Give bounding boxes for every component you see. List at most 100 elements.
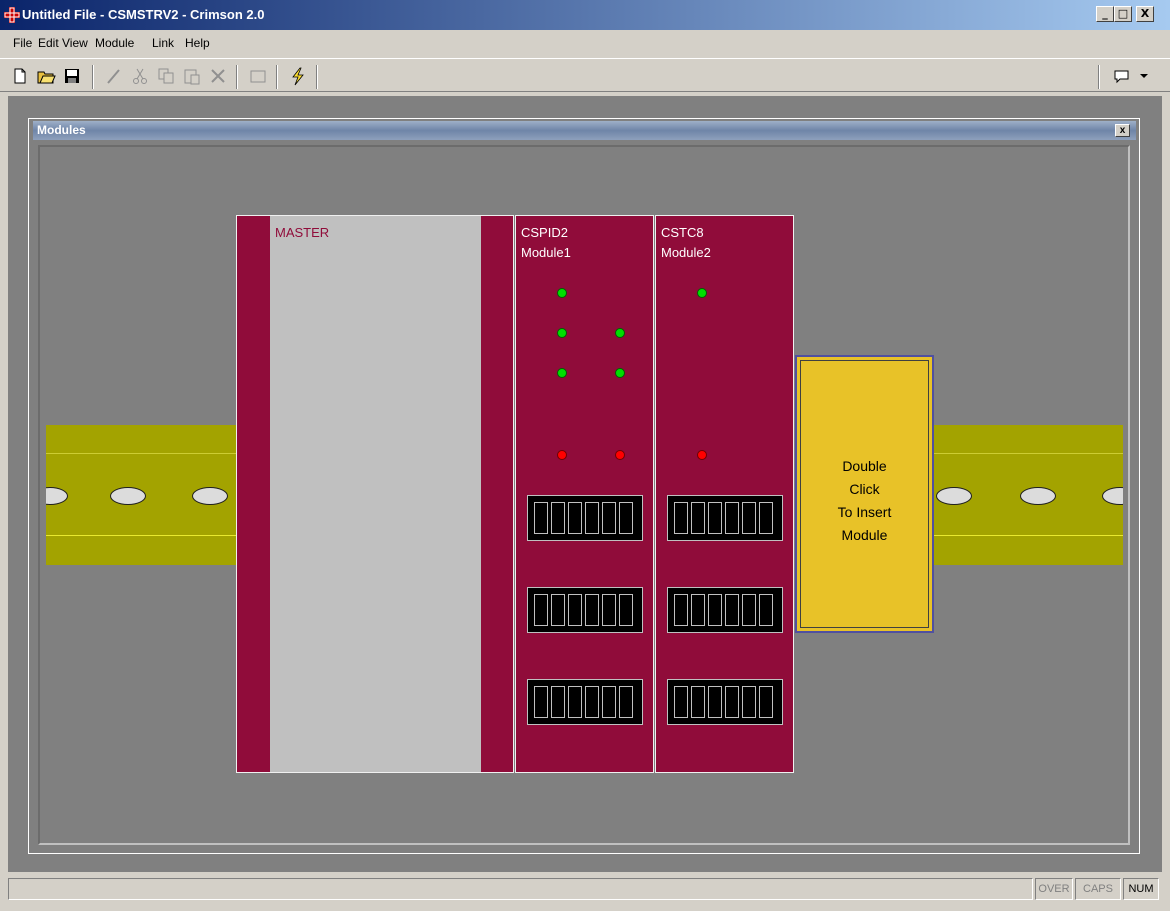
app-icon (4, 7, 20, 23)
terminal-slot (585, 594, 599, 626)
terminal-connector (527, 587, 643, 633)
insert-module-text: Double Click To Insert Module (800, 455, 929, 547)
led-green (557, 368, 567, 378)
module2-name: Module2 (661, 245, 711, 260)
terminal-connector (667, 679, 783, 725)
led-green (615, 328, 625, 338)
insert-slot-inner (800, 360, 929, 628)
window-icon[interactable] (248, 66, 268, 86)
insert-module-slot[interactable] (795, 355, 934, 633)
rail-hole (1102, 487, 1123, 505)
close-button[interactable]: X (1136, 6, 1154, 22)
menu-help[interactable]: Help (185, 36, 210, 50)
terminal-slot (551, 686, 565, 718)
rail-hole (936, 487, 972, 505)
rail-hole (1020, 487, 1056, 505)
terminal-slot (534, 594, 548, 626)
module2-type: CSTC8 (661, 225, 704, 240)
pen-icon[interactable] (104, 66, 124, 86)
insert-line: To Insert (837, 504, 892, 520)
terminal-slot (708, 686, 722, 718)
terminal-slot (674, 594, 688, 626)
terminal-slot (619, 594, 633, 626)
menu-module[interactable]: Module (95, 36, 135, 50)
lightning-icon[interactable] (288, 66, 308, 86)
terminal-slot (691, 686, 705, 718)
din-rail-left (46, 425, 236, 565)
terminal-slot (619, 686, 633, 718)
copy-icon[interactable] (156, 66, 176, 86)
terminal-slot (551, 502, 565, 534)
terminal-slot (551, 594, 565, 626)
terminal-slot (725, 502, 739, 534)
module1-name: Module1 (521, 245, 571, 260)
terminal-connector (667, 495, 783, 541)
led-red (615, 450, 625, 460)
terminal-slot (674, 502, 688, 534)
terminal-slot (674, 686, 688, 718)
menu-bar: File Edit View Module Link Help (0, 33, 1170, 55)
terminal-slot (585, 686, 599, 718)
led-red (557, 450, 567, 460)
terminal-slot (725, 686, 739, 718)
terminal-slot (568, 686, 582, 718)
terminal-slot (619, 502, 633, 534)
terminal-slot (585, 502, 599, 534)
delete-icon[interactable] (208, 66, 228, 86)
terminal-slot (742, 686, 756, 718)
status-message (8, 878, 1033, 900)
save-icon[interactable] (62, 66, 82, 86)
rail-hole (110, 487, 146, 505)
module1-type: CSPID2 (521, 225, 568, 240)
terminal-connector (527, 495, 643, 541)
terminal-slot (759, 594, 773, 626)
maximize-button[interactable]: □ (1114, 6, 1132, 22)
cut-icon[interactable] (130, 66, 150, 86)
terminal-slot (602, 502, 616, 534)
num-indicator: NUM (1123, 878, 1159, 900)
led-green (557, 288, 567, 298)
open-icon[interactable] (36, 66, 56, 86)
terminal-slot (759, 686, 773, 718)
terminal-slot (691, 502, 705, 534)
terminal-slot (759, 502, 773, 534)
insert-line: Click (849, 481, 880, 497)
led-green (557, 328, 567, 338)
master-label: MASTER (275, 225, 330, 240)
led-red (697, 450, 707, 460)
terminal-slot (568, 502, 582, 534)
terminal-slot (742, 594, 756, 626)
rail-hole (46, 487, 68, 505)
master-panel (270, 216, 481, 772)
terminal-slot (602, 686, 616, 718)
din-rail-right (934, 425, 1123, 565)
title-bar: Untitled File - CSMSTRV2 - Crimson 2.0 _… (0, 0, 1170, 30)
toolbar-separator (276, 65, 278, 89)
menu-file[interactable]: File (13, 36, 33, 50)
comment-icon[interactable] (1112, 66, 1152, 86)
menu-view[interactable]: View (62, 36, 88, 50)
minimize-button[interactable]: _ (1096, 6, 1114, 22)
terminal-slot (691, 594, 705, 626)
window-title: Untitled File - CSMSTRV2 - Crimson 2.0 (22, 7, 265, 22)
toolbar-separator (316, 65, 318, 89)
toolbar-separator (92, 65, 94, 89)
terminal-connector (527, 679, 643, 725)
terminal-slot (708, 594, 722, 626)
new-icon[interactable] (10, 66, 30, 86)
toolbar-separator (1098, 65, 1100, 89)
terminal-slot (742, 502, 756, 534)
modules-close-button[interactable]: x (1115, 124, 1130, 137)
toolbar-separator (236, 65, 238, 89)
terminal-slot (534, 502, 548, 534)
toolbar (0, 58, 1170, 92)
menu-edit[interactable]: Edit (38, 36, 59, 50)
menu-link[interactable]: Link (152, 36, 175, 50)
paste-icon[interactable] (182, 66, 202, 86)
terminal-connector (667, 587, 783, 633)
terminal-slot (708, 502, 722, 534)
led-green (697, 288, 707, 298)
caps-indicator: CAPS (1075, 878, 1121, 900)
terminal-slot (725, 594, 739, 626)
insert-line: Double (842, 458, 887, 474)
